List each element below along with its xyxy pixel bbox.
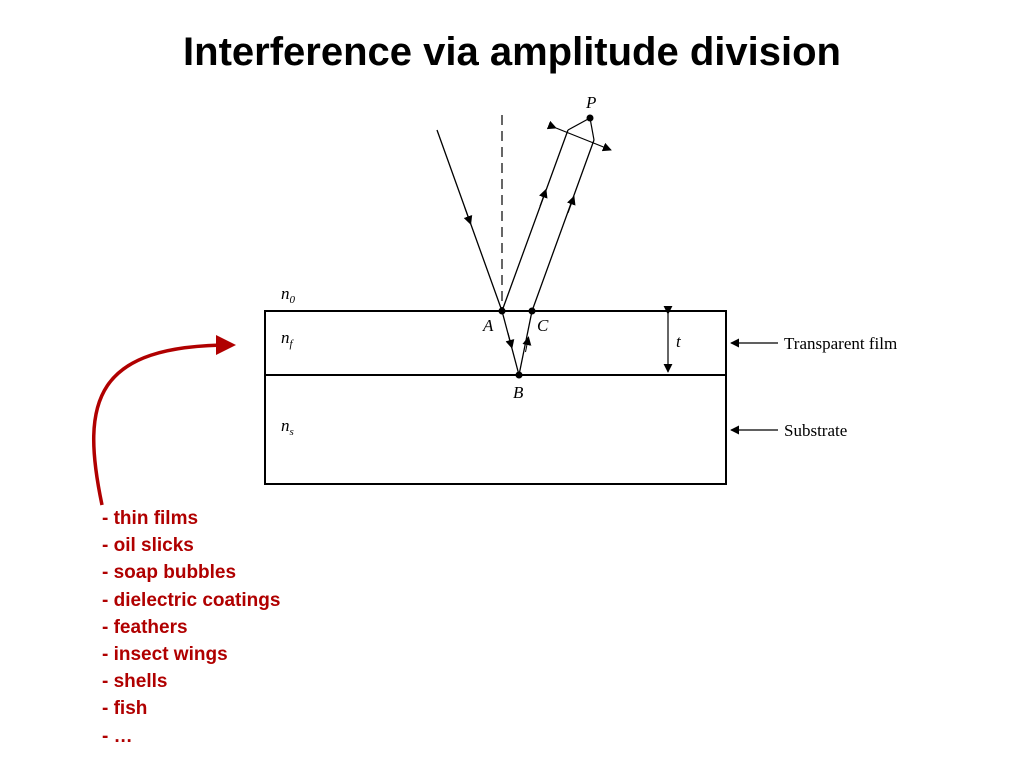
incident-ray-arrow (463, 207, 473, 225)
wavefront-line (546, 120, 612, 152)
examples-list: - thin films - oil slicks - soap bubbles… (102, 505, 280, 750)
index-nf: nf (281, 328, 295, 350)
list-item: - oil slicks (102, 535, 194, 557)
emergent-ray-c-arrow (567, 195, 576, 214)
label-b: B (513, 383, 524, 402)
ray-to-p-a (567, 117, 591, 131)
point-a-dot (498, 307, 506, 315)
list-item: - shells (102, 671, 168, 693)
label-p: P (585, 93, 596, 112)
point-b-dot (515, 371, 523, 379)
slide-title: Interference via amplitude division (183, 30, 841, 74)
thickness-label: t (676, 332, 682, 351)
list-item: - insect wings (102, 644, 228, 666)
substrate-layer (264, 374, 727, 485)
red-curved-arrow (91, 335, 236, 506)
emergent-ray-c (531, 139, 595, 312)
index-ns: ns (281, 416, 294, 438)
label-a: A (482, 316, 494, 335)
list-item: - soap bubbles (102, 562, 237, 584)
film-label: Transparent film (784, 334, 897, 353)
list-item: - feathers (102, 616, 188, 638)
point-p-dot (586, 114, 594, 122)
list-item: - dielectric coatings (102, 589, 281, 611)
reflected-ray-bc-arrow (522, 336, 532, 353)
list-item: - thin films (102, 508, 199, 529)
substrate-label: Substrate (784, 421, 847, 440)
reflected-ray-a (501, 129, 569, 312)
refracted-ray-ab-arrow (505, 332, 515, 349)
film-layer (264, 310, 727, 376)
index-n0: n0 (281, 284, 296, 306)
reflected-ray-a-arrow (539, 188, 548, 207)
ray-to-p-c (589, 117, 595, 141)
point-c-dot (528, 307, 536, 315)
list-item: - fish (102, 698, 148, 720)
label-c: C (537, 316, 549, 335)
reflected-ray-bc (518, 310, 533, 376)
list-item: - … (102, 725, 133, 747)
